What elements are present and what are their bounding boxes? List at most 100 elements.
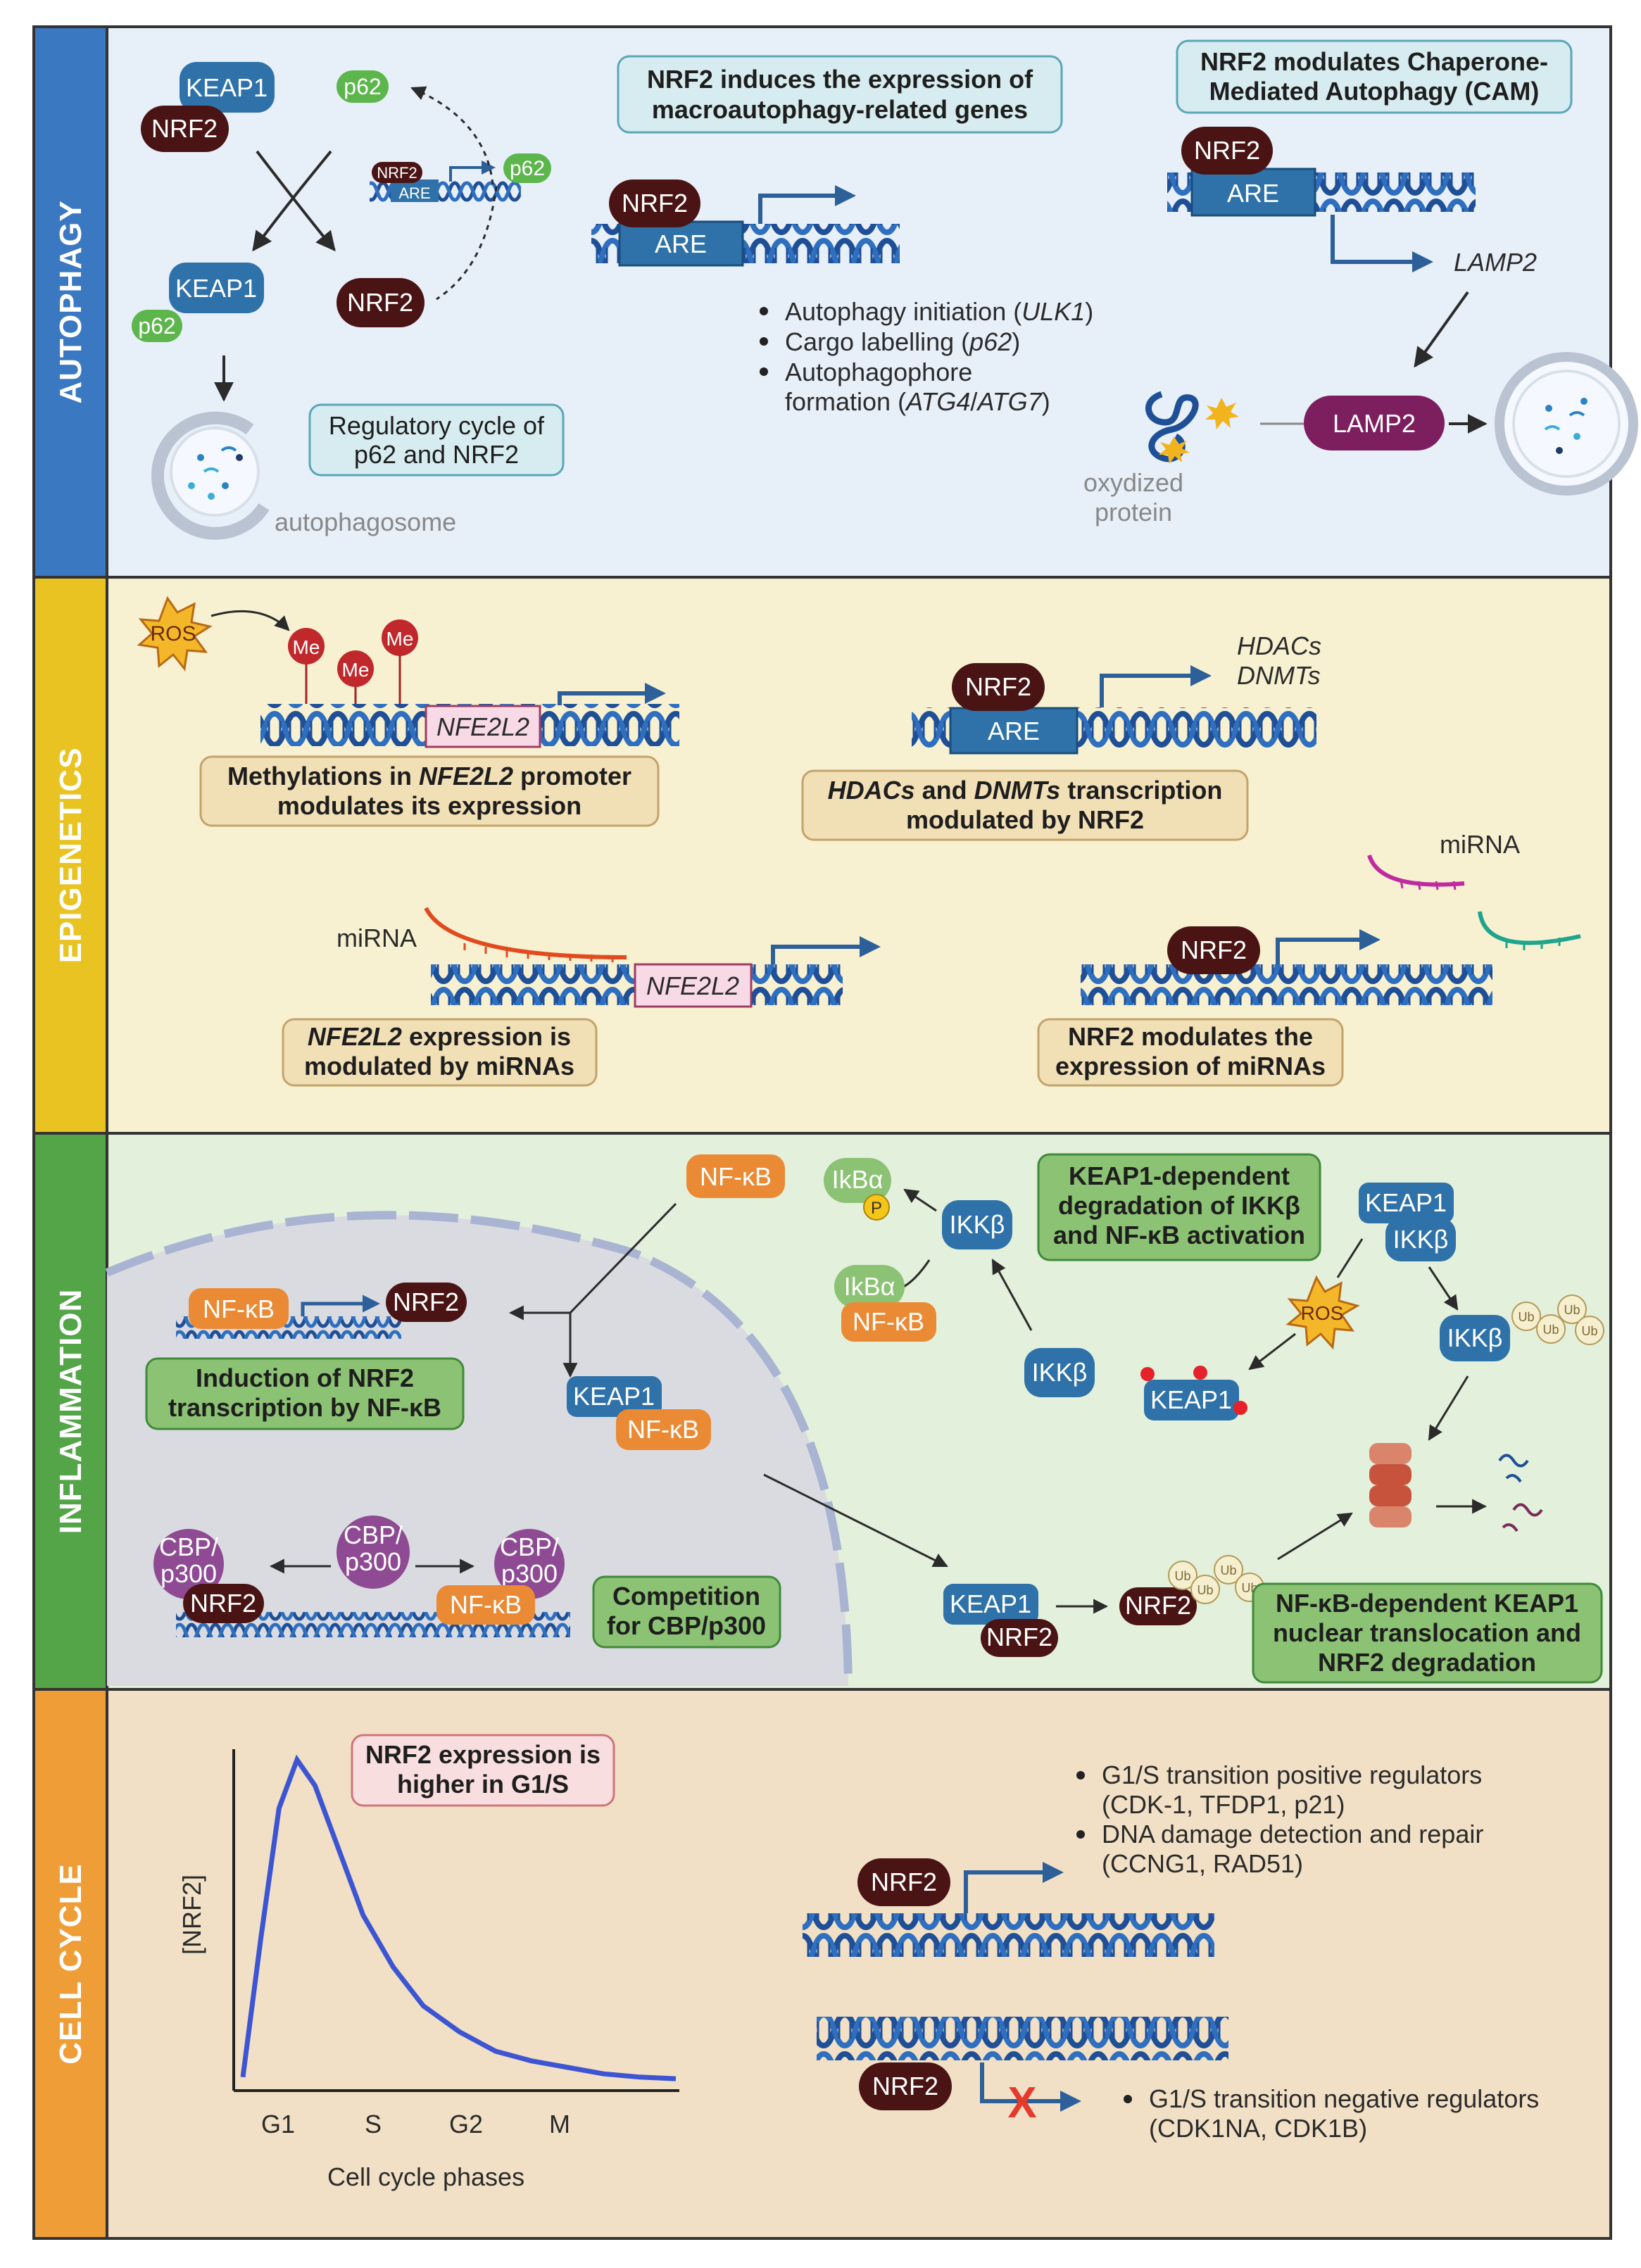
mirna-right-line2: expression of miRNAs (1055, 1052, 1326, 1081)
induces-gene-arrow (758, 185, 856, 224)
mirna-nrf2-label: NRF2 (1181, 935, 1247, 964)
me-label-3: Me (386, 628, 414, 650)
mirna-box-right (1037, 1018, 1344, 1087)
inflammation-section: NF-κB NRF2 Induction of NRF2 transcripti… (105, 1153, 1604, 1687)
autophagy-section: KEAP1 NRF2 p62 ARE NRF2 p62 KEAP1 p62 NR… (132, 39, 1638, 540)
feedback-arrow-up (410, 86, 494, 185)
keap1-dep-line3: and NF-κB activation (1053, 1221, 1305, 1249)
mirna-nrf2-pill (1167, 926, 1260, 974)
oxidized-protein-icon (1145, 391, 1239, 464)
pos-nrf2-label: NRF2 (871, 1867, 937, 1896)
oxid-dot-2 (1193, 1366, 1207, 1380)
lamp2-gene-label: LAMP2 (1454, 248, 1537, 277)
chart-tick-g2: G2 (449, 2110, 483, 2138)
cbp-left (153, 1529, 224, 1599)
keap1-cyto-label: KEAP1 (1365, 1188, 1447, 1217)
methylation-line2: modulates its expression (277, 791, 581, 820)
ind-nfkb-label: NF-κB (203, 1294, 275, 1323)
bullet-ulk1: Autophagy initiation (ULK1) (785, 297, 1093, 326)
ub-label-4: Ub (1581, 1324, 1597, 1338)
keap1-nuc-label: KEAP1 (573, 1382, 655, 1411)
pos-bullet2-line2: (CCNG1, RAD51) (1102, 1849, 1303, 1878)
chart-tick-g1: G1 (261, 2110, 295, 2138)
mirna-left-line2: modulated by miRNAs (304, 1052, 574, 1081)
cbp-center (337, 1516, 410, 1589)
phospho-label: P (871, 1199, 882, 1218)
ros-starburst-2: ROS (1285, 1275, 1360, 1350)
nrf2-deg-label: NRF2 (986, 1623, 1052, 1651)
chart-series-line (240, 1754, 677, 2081)
keap1-dep-line1: KEAP1-dependent (1069, 1161, 1290, 1190)
cellcycle-section-label: CELL CYCLE (54, 1863, 88, 2064)
p62-label: p62 (344, 74, 381, 99)
cam-box (1176, 39, 1573, 114)
ikkb-ub-pill (1440, 1315, 1510, 1361)
me-label-1: Me (293, 636, 320, 658)
ros-to-keap1-arrow (1248, 1333, 1296, 1371)
small-nrf2-label: NRF2 (377, 164, 417, 182)
epigenetics-section-label: EPIGENETICS (54, 748, 88, 964)
mirna-nfe2l2-box (634, 963, 753, 1008)
mirna-gene-arrow-right (1276, 929, 1381, 964)
nfkb-dependent-line1: NF-κB-dependent KEAP1 (1276, 1589, 1578, 1618)
keap1-oxid-label: KEAP1 (1150, 1385, 1232, 1414)
keap1-deg-label: KEAP1 (950, 1589, 1031, 1618)
induction-line2: transcription by NF-κB (168, 1393, 441, 1422)
higher-g1s-box (351, 1734, 615, 1807)
ikba-top-pill (824, 1158, 891, 1203)
small-gene-arrow (449, 160, 496, 182)
pos-bullet1-line2: (CDK-1, TFDP1, p21) (1102, 1790, 1345, 1819)
inflammation-section-label: INFLAMMATION (54, 1289, 88, 1534)
ub-label-6: Ub (1197, 1583, 1213, 1597)
ind-nrf2-pill (386, 1283, 467, 1322)
comp-nrf2-pill (183, 1584, 264, 1623)
keap1-label-2: KEAP1 (175, 274, 257, 303)
mirna-right-line1: NRF2 modulates the (1068, 1022, 1313, 1051)
ub-label-2: Ub (1542, 1323, 1559, 1337)
bullet-atg-line1: Autophagophore (785, 358, 972, 386)
keap1-cyto-pill (1359, 1183, 1454, 1223)
ikkb-mid-pill (1024, 1348, 1095, 1397)
keap1-nuc-pill (567, 1376, 662, 1417)
hdac-are-label: ARE (988, 717, 1040, 745)
p62-pill-2 (132, 310, 182, 342)
cbp-left-l2: p300 (161, 1559, 217, 1588)
regulatory-cycle-line1: Regulatory cycle of (329, 411, 545, 440)
keap1-pill-2 (169, 263, 264, 313)
keap1-oxid-pill (1144, 1380, 1239, 1420)
mirna-nfe2l2-label: NFE2L2 (646, 971, 739, 1000)
pos-bullet1-line1: G1/S transition positive regulators (1102, 1760, 1482, 1789)
bullet-p62: Cargo labelling (p62) (785, 327, 1020, 356)
lamp2-protein-label: LAMP2 (1333, 409, 1416, 438)
side-bars: AUTOPHAGY EPIGENETICS INFLAMMATION CELL … (32, 25, 108, 2240)
ros-to-me-arrow (210, 610, 290, 631)
neg-block-mark: X (1007, 2079, 1036, 2127)
neg-regulators-list: G1/S transition negative regulators (CDK… (1124, 2084, 1539, 2143)
hdac-line1: HDACs and DNMTs transcription (828, 776, 1223, 805)
nrf2-pill-2 (337, 278, 425, 327)
feedback-dotted (436, 186, 498, 301)
me-marker-1 (288, 628, 325, 664)
oxid-dot-3 (1233, 1401, 1247, 1415)
cbp-right-l1: CBP/ (500, 1532, 559, 1561)
bullet-atg-line2: formation (ATG4/ATG7) (785, 387, 1050, 416)
regulatory-cycle-line2: p62 and NRF2 (354, 440, 519, 469)
proteasome-icon (1369, 1443, 1411, 1527)
hdac-nrf2-pill (952, 663, 1045, 711)
methylation-box (199, 755, 660, 827)
cam-line1: NRF2 modulates Chaperone- (1200, 47, 1548, 76)
ind-gene-arrow (301, 1294, 380, 1316)
ind-nfkb-pill (189, 1288, 289, 1329)
ub-label-3: Ub (1564, 1303, 1580, 1317)
mirna-left-line1: NFE2L2 expression is (308, 1022, 571, 1051)
neg-gene-arrow (980, 2062, 1081, 2112)
chart-xlabel: Cell cycle phases (327, 2162, 524, 2191)
nrf2-label: NRF2 (151, 114, 218, 143)
chart-tick-m: M (549, 2110, 570, 2138)
complex-to-ubiq-arrow (1428, 1266, 1459, 1311)
keap1-deg-pill (943, 1584, 1038, 1625)
nfkb-top-pill (686, 1154, 785, 1198)
phospho-marker (863, 1194, 890, 1221)
nfkb-dependent-box (1252, 1582, 1603, 1684)
